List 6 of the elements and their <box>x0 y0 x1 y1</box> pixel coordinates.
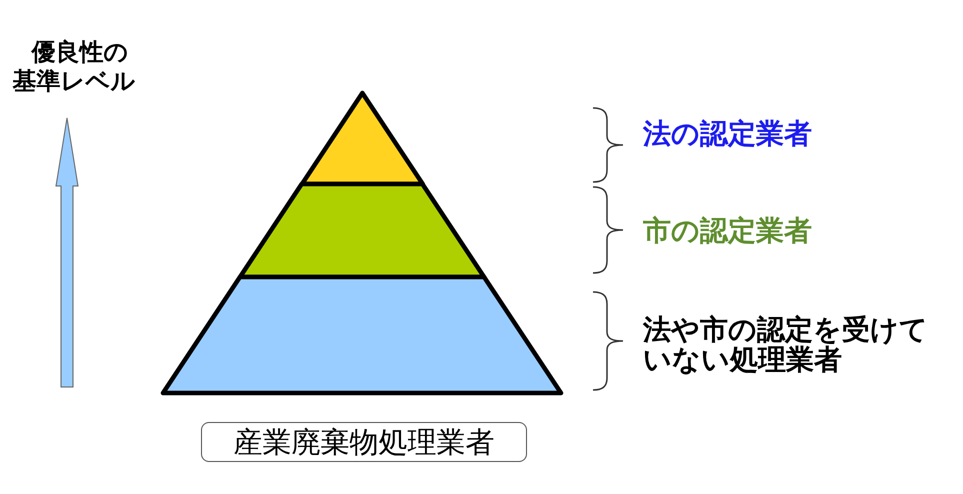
pyramid-bottom-tier <box>160 274 564 396</box>
scale-label: 優良性の基準レベル <box>11 38 136 96</box>
category-box: 産業廃棄物処理業者 <box>201 422 527 462</box>
tier-label: 市の認定業者 <box>643 216 813 246</box>
tier-label: 法の認定業者 <box>643 119 813 149</box>
tier-label: 法や市の認定を受けていない処理業者 <box>643 315 929 375</box>
